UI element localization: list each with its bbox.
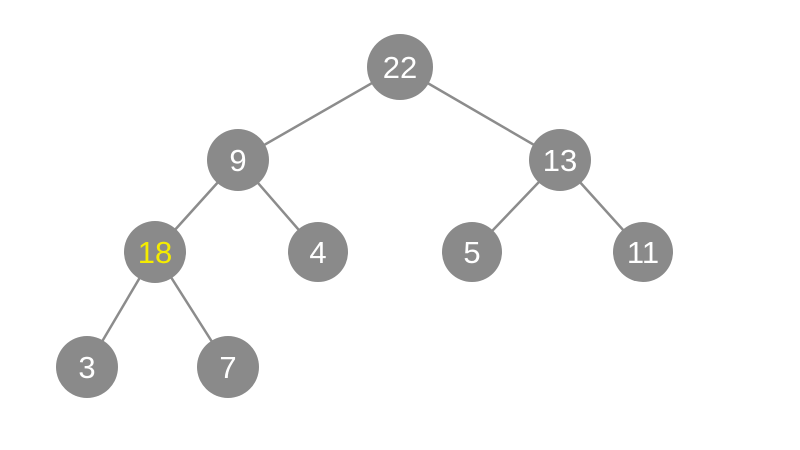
node-circle-3: [56, 336, 118, 398]
node-label-13: 13: [543, 143, 577, 178]
tree-node-9: 9: [207, 129, 269, 191]
node-circle-13: [529, 129, 591, 191]
tree-edges: [85, 65, 645, 369]
tree-node-5: 5: [442, 222, 502, 282]
node-circle-7: [197, 336, 259, 398]
node-label-11: 11: [627, 235, 659, 270]
node-label-22: 22: [383, 50, 417, 85]
tree-node-11: 11: [613, 222, 673, 282]
node-circle-11: [613, 222, 673, 282]
tree-node-4: 4: [288, 222, 348, 282]
tree-nodes: 22 9 13 18 4 5: [56, 34, 673, 398]
node-circle-9: [207, 129, 269, 191]
node-label-4: 4: [309, 235, 326, 270]
node-label-5: 5: [463, 235, 480, 270]
node-circle-22: [367, 34, 433, 100]
tree-node-3: 3: [56, 336, 118, 398]
tree-node-18-highlighted: 18: [124, 221, 186, 283]
tree-node-22: 22: [367, 34, 433, 100]
tree-node-7: 7: [197, 336, 259, 398]
node-label-9: 9: [229, 143, 246, 178]
node-circle-4: [288, 222, 348, 282]
node-circle-18: [124, 221, 186, 283]
node-label-3: 3: [78, 350, 95, 385]
node-label-7: 7: [219, 350, 236, 385]
tree-node-13: 13: [529, 129, 591, 191]
node-label-18: 18: [138, 235, 172, 270]
node-circle-5: [442, 222, 502, 282]
